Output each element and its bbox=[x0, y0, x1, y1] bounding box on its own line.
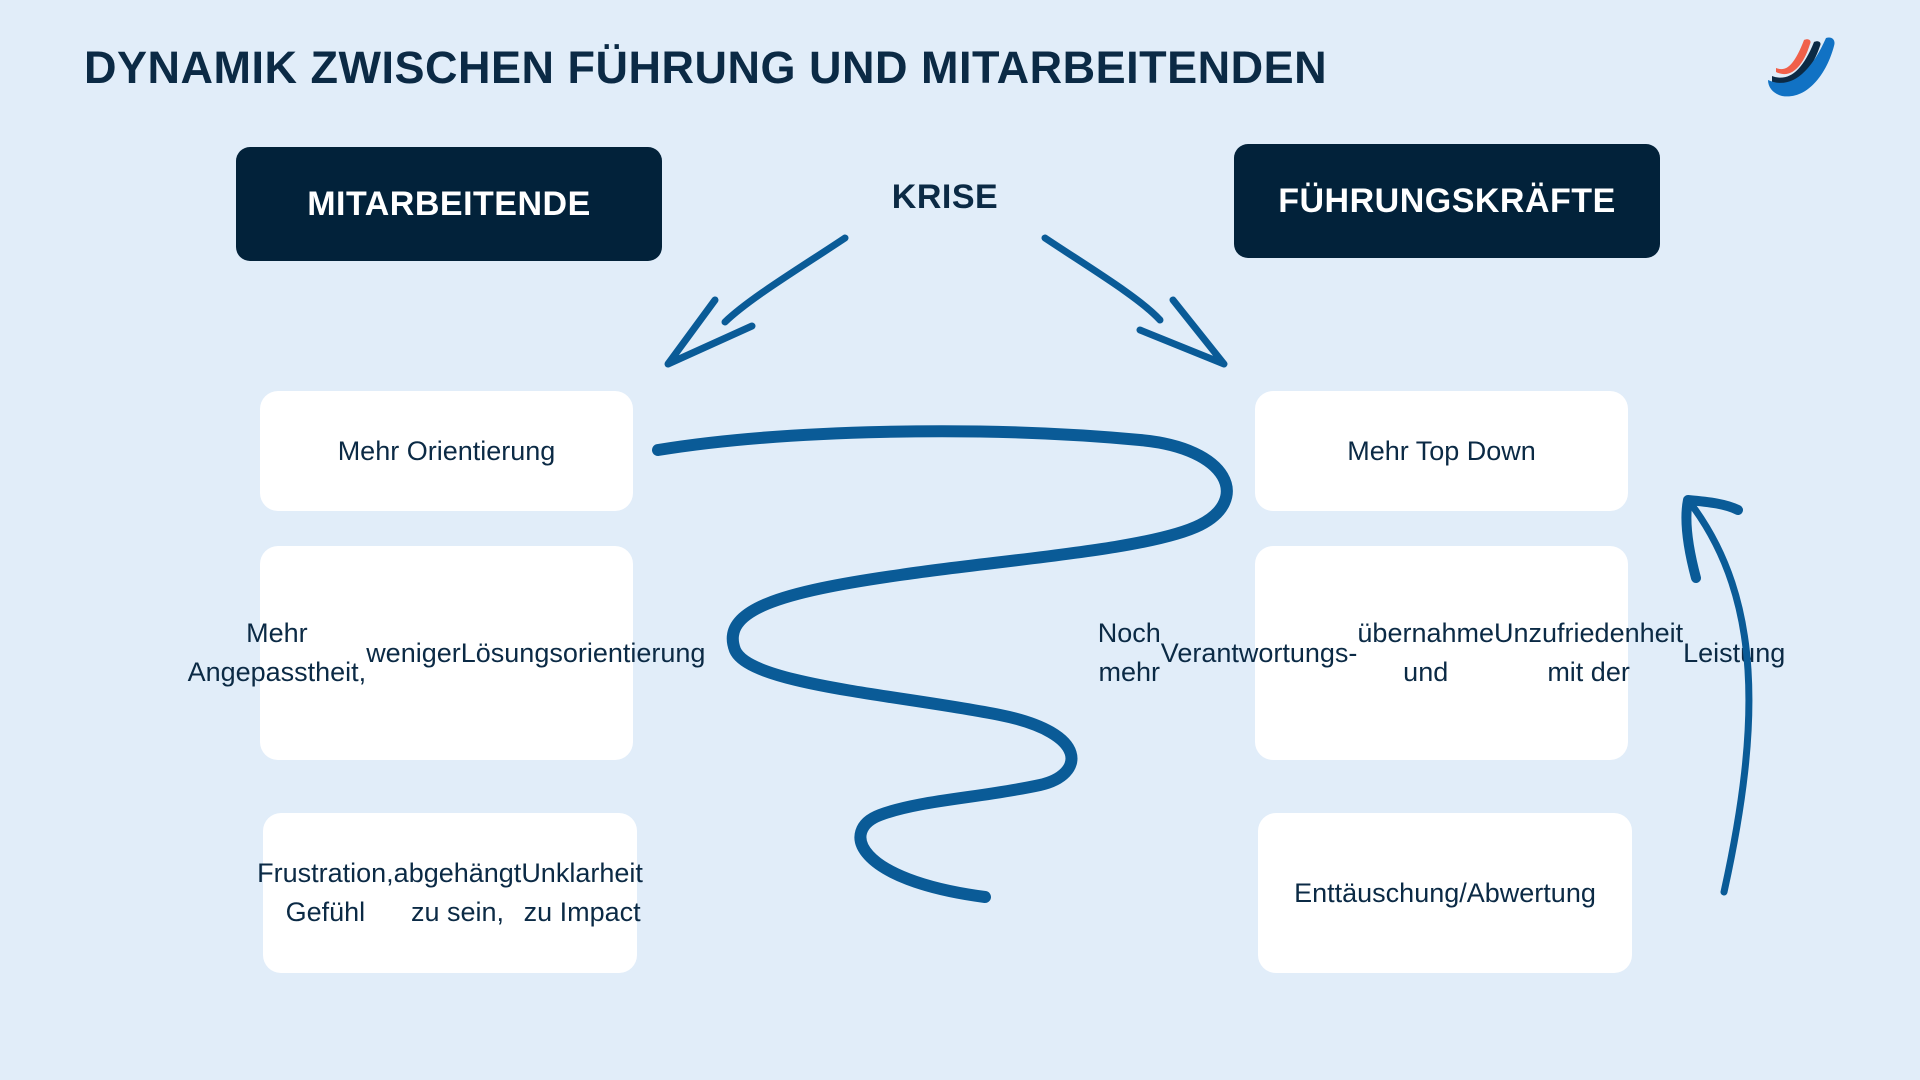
card-line: Mehr Orientierung bbox=[337, 435, 556, 466]
card-mitarbeitende-2: Mehr Angepasstheit, weniger Lösungsorien… bbox=[188, 546, 705, 760]
card-mitarbeitende-3: Frustration, Gefühl abgehängt zu sein, U… bbox=[257, 813, 643, 973]
card-line: Leistung bbox=[1683, 637, 1786, 668]
card-line: Mehr Top Down bbox=[1347, 435, 1536, 466]
brand-wave-logo-icon bbox=[1768, 37, 1835, 97]
card-line: Mehr Angepasstheit, bbox=[187, 618, 367, 687]
card-mitarbeitende-1: Mehr Orientierung bbox=[260, 391, 633, 511]
card-line: Enttäuschung/ bbox=[1294, 877, 1467, 908]
curved-arrow-up-icon bbox=[1681, 495, 1753, 896]
card-line: abgehängt zu sein, bbox=[393, 858, 522, 927]
card-fuehrung-3: Enttäuschung/ Abwertung bbox=[1258, 813, 1632, 973]
crisis-label: KRISE bbox=[891, 178, 999, 216]
card-line: Frustration, Gefühl bbox=[257, 858, 394, 927]
card-line: Unklarheit zu Impact bbox=[521, 858, 643, 927]
page-title: DYNAMIK ZWISCHEN FÜHRUNG UND MITARBEITEN… bbox=[84, 42, 1328, 93]
card-fuehrung-1: Mehr Top Down bbox=[1255, 391, 1628, 511]
header-mitarbeitende: MITARBEITENDE bbox=[236, 147, 662, 261]
card-line: weniger bbox=[366, 637, 461, 668]
spiral-squiggle-icon bbox=[652, 425, 1233, 903]
card-fuehrung-2: Noch mehr Verantwortungs- übernahme und … bbox=[1098, 546, 1785, 760]
card-line: Lösungsorientierung bbox=[460, 637, 706, 668]
card-line: Abwertung bbox=[1466, 877, 1596, 908]
card-line: Verantwortungs- bbox=[1160, 637, 1358, 668]
header-fuehrungskraefte: FÜHRUNGSKRÄFTE bbox=[1234, 144, 1660, 258]
card-line: Unzufriedenheit mit der bbox=[1494, 618, 1684, 687]
card-line: übernahme und bbox=[1357, 618, 1495, 687]
arrow-left-down-icon bbox=[664, 234, 849, 368]
arrow-right-down-icon bbox=[1041, 234, 1228, 368]
card-line: Noch mehr bbox=[1097, 618, 1161, 687]
